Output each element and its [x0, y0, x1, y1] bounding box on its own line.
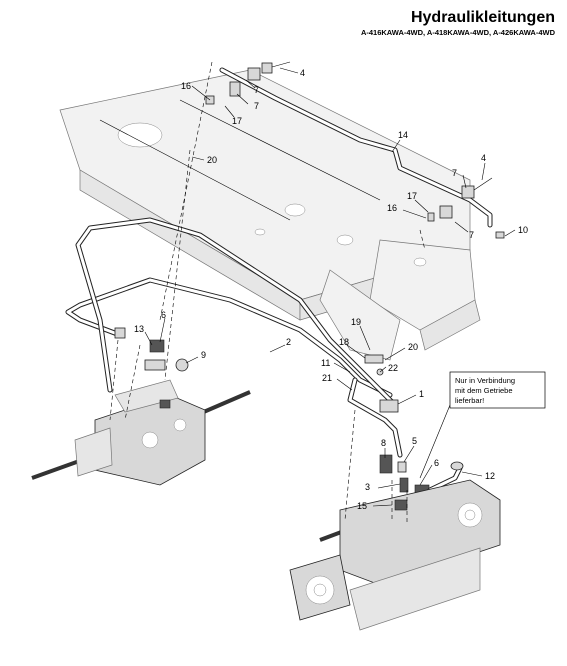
callout-label: 21 — [322, 373, 332, 383]
callout-label: 6 — [161, 310, 166, 320]
callout-label: 15 — [357, 501, 367, 511]
leader-lines — [144, 67, 516, 507]
callout-label: 20 — [207, 155, 217, 165]
callout-label: 17 — [232, 116, 242, 126]
callout-label: 20 — [408, 342, 418, 352]
callout-label: 7 — [254, 85, 259, 95]
callout-label: 13 — [134, 324, 144, 334]
callout-label: 7 — [452, 168, 457, 178]
model-numbers: A-416KAWA-4WD, A-418KAWA-4WD, A-426KAWA-… — [360, 28, 555, 37]
callout-labels: 4 7 16 7 17 20 14 4 7 17 16 7 10 2 19 18… — [134, 68, 528, 511]
callout-label: 4 — [300, 68, 305, 78]
callout-label: 4 — [481, 153, 486, 163]
callout-label: 11 — [321, 358, 330, 368]
hydraulic-tube-14 — [219, 67, 493, 228]
callout-label: 10 — [518, 225, 528, 235]
callout-label: 8 — [381, 438, 386, 448]
fittings-left — [114, 327, 189, 372]
callout-label: 18 — [339, 337, 349, 347]
assembly-dash-lines — [109, 61, 426, 525]
callout-label: 7 — [469, 230, 474, 240]
hose-12 — [427, 461, 464, 493]
callout-label: 3 — [365, 482, 370, 492]
callout-label: 17 — [407, 191, 417, 201]
callout-label: 2 — [286, 337, 291, 347]
note-line-2: mit dem Getriebe — [455, 386, 513, 395]
availability-note: Nur in Verbindung mit dem Getriebe liefe… — [449, 371, 546, 409]
callout-label: 7 — [254, 101, 259, 111]
callout-label: 22 — [388, 363, 398, 373]
callout-label: 5 — [412, 436, 417, 446]
note-line-1: Nur in Verbindung — [455, 376, 515, 385]
callout-label: 12 — [485, 471, 495, 481]
callout-label: 16 — [387, 203, 397, 213]
callout-label: 14 — [398, 130, 408, 140]
diagram-title: Hydraulikleitungen — [410, 9, 555, 26]
front-transaxle — [289, 479, 501, 631]
tractor-frame — [59, 69, 481, 361]
callout-label: 6 — [434, 458, 439, 468]
note-line-3: lieferbar! — [455, 396, 484, 405]
callout-label: 19 — [351, 317, 361, 327]
callout-label: 1 — [419, 389, 424, 399]
rear-transaxle — [31, 379, 251, 486]
callout-label: 9 — [201, 350, 206, 360]
clamp-assembly-right — [427, 177, 505, 239]
callout-label: 16 — [181, 81, 191, 91]
hydraulic-tube-2 — [65, 217, 403, 458]
fittings-right — [364, 354, 430, 494]
